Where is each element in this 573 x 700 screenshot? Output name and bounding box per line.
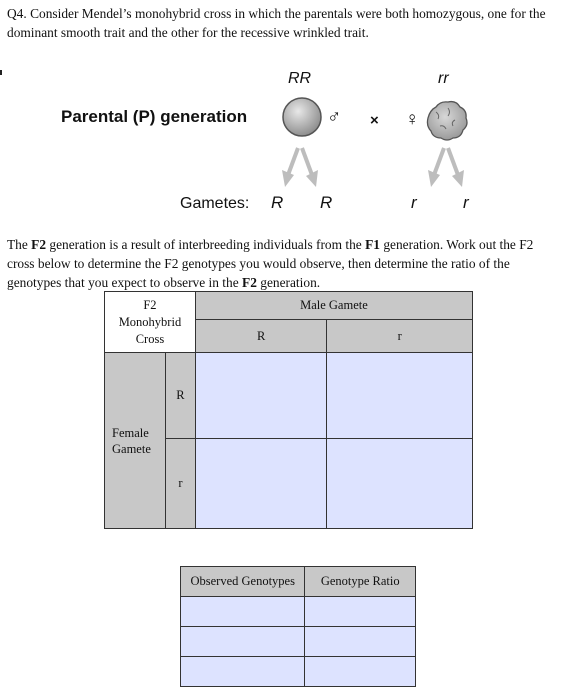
punnett-cell[interactable] [194,438,328,529]
question-body: Consider Mendel’s monohybrid cross in wh… [7,6,546,40]
genotype-input-cell[interactable] [179,596,306,627]
ratio-input-cell[interactable] [304,656,416,687]
parental-figure [282,97,468,187]
column-header-observed-genotypes: Observed Genotypes [179,566,306,597]
female-symbol-icon: ♀ [405,109,420,130]
right-gamete-arrows [428,147,464,187]
genotype-input-cell[interactable] [179,626,306,657]
gamete-allele: r [411,193,417,212]
question-text: Q4. Consider Mendel’s monohybrid cross i… [7,4,563,42]
parental-generation-label: Parental (P) generation [61,107,248,126]
left-gamete-arrows [282,147,318,187]
instructions-paragraph: The F2 generation is a result of interbr… [7,237,534,290]
female-gamete-header: Female Gamete [104,352,166,529]
margin-mark [0,70,2,75]
gamete-allele: r [463,193,469,212]
right-genotype-label: rr [438,70,449,87]
ratio-input-cell[interactable] [304,596,416,627]
male-gamete-header: Male Gamete [194,291,474,320]
punnett-cell[interactable] [194,352,328,439]
male-allele-header: R [194,319,328,353]
gametes-label: Gametes: [180,195,250,212]
genotype-results-table: Observed Genotypes Genotype Ratio [179,566,416,687]
column-header-genotype-ratio: Genotype Ratio [304,566,416,597]
left-genotype-label: RR [288,70,312,87]
gamete-allele: R [271,193,284,212]
female-allele-header: R [164,352,196,439]
punnett-cell[interactable] [326,438,473,529]
ratio-input-cell[interactable] [304,626,416,657]
question-number: Q4. [7,6,27,21]
gamete-allele: R [320,193,333,212]
male-allele-header: r [326,319,473,353]
punnett-cell[interactable] [326,352,473,439]
male-symbol-icon: ♂ [327,107,342,128]
punnett-square: F2 Monohybrid Cross Male Gamete R r Fema… [104,291,474,529]
female-allele-header: r [164,438,196,529]
wrinkled-pea-icon [426,100,468,141]
punnett-corner-label: F2 Monohybrid Cross [104,291,196,353]
cross-symbol: × [370,112,379,129]
genotype-input-cell[interactable] [179,656,306,687]
smooth-pea-icon [282,97,322,137]
